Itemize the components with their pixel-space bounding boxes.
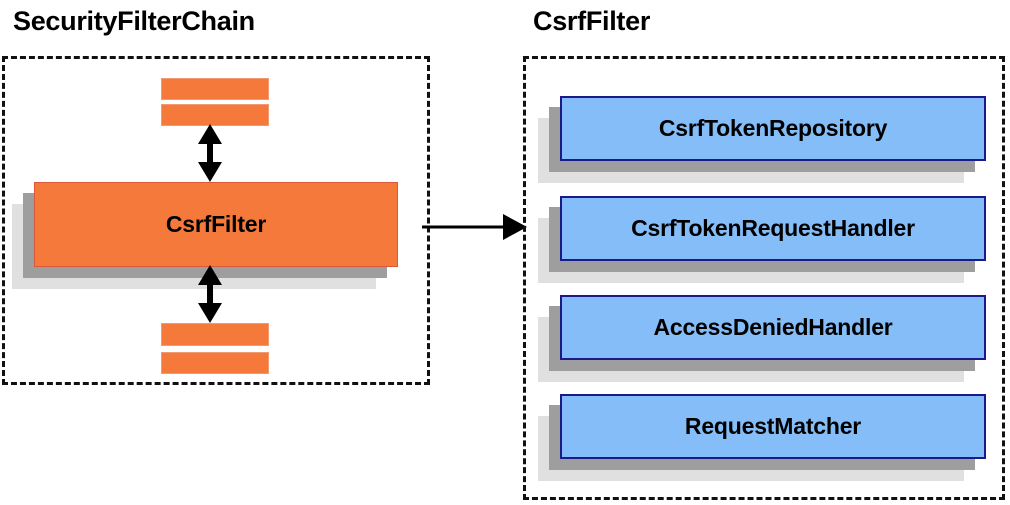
panel-title-csrf-filter: CsrfFilter <box>533 6 651 36</box>
filter-bar-above-2 <box>161 104 269 126</box>
box-face: CsrfTokenRepository <box>560 96 986 161</box>
double-arrow-above-icon <box>198 124 222 182</box>
filter-bar-above-1 <box>161 78 269 100</box>
panel-frame-csrf-filter <box>523 56 1005 500</box>
box-face: CsrfFilter <box>34 182 398 267</box>
double-arrow-below-icon <box>198 265 222 323</box>
panel-title-security-filter-chain: SecurityFilterChain <box>13 6 255 36</box>
box-request-matcher[interactable]: RequestMatcher <box>538 394 986 481</box>
chain-to-filter-arrow-icon <box>422 214 527 240</box>
box-face: CsrfTokenRequestHandler <box>560 196 986 261</box>
filter-bar-below-2 <box>161 352 269 374</box>
box-label-access-denied-handler: AccessDeniedHandler <box>653 314 893 340</box>
box-face: RequestMatcher <box>560 394 986 459</box>
filter-bar-below-1 <box>161 323 269 346</box>
box-csrf-token-request-handler[interactable]: CsrfTokenRequestHandler <box>538 196 986 283</box>
box-access-denied-handler[interactable]: AccessDeniedHandler <box>538 295 986 382</box>
box-label-csrf-token-repository: CsrfTokenRepository <box>658 115 888 141</box>
box-label-csrf-filter: CsrfFilter <box>165 211 267 237</box>
box-csrf-filter[interactable]: CsrfFilter <box>12 182 398 289</box>
box-label-csrf-token-request-handler: CsrfTokenRequestHandler <box>631 215 915 241</box>
panel-frame-security-filter-chain <box>2 56 430 385</box>
box-face: AccessDeniedHandler <box>560 295 986 360</box>
box-csrf-token-repository[interactable]: CsrfTokenRepository <box>538 96 986 183</box>
box-label-request-matcher: RequestMatcher <box>684 413 862 439</box>
